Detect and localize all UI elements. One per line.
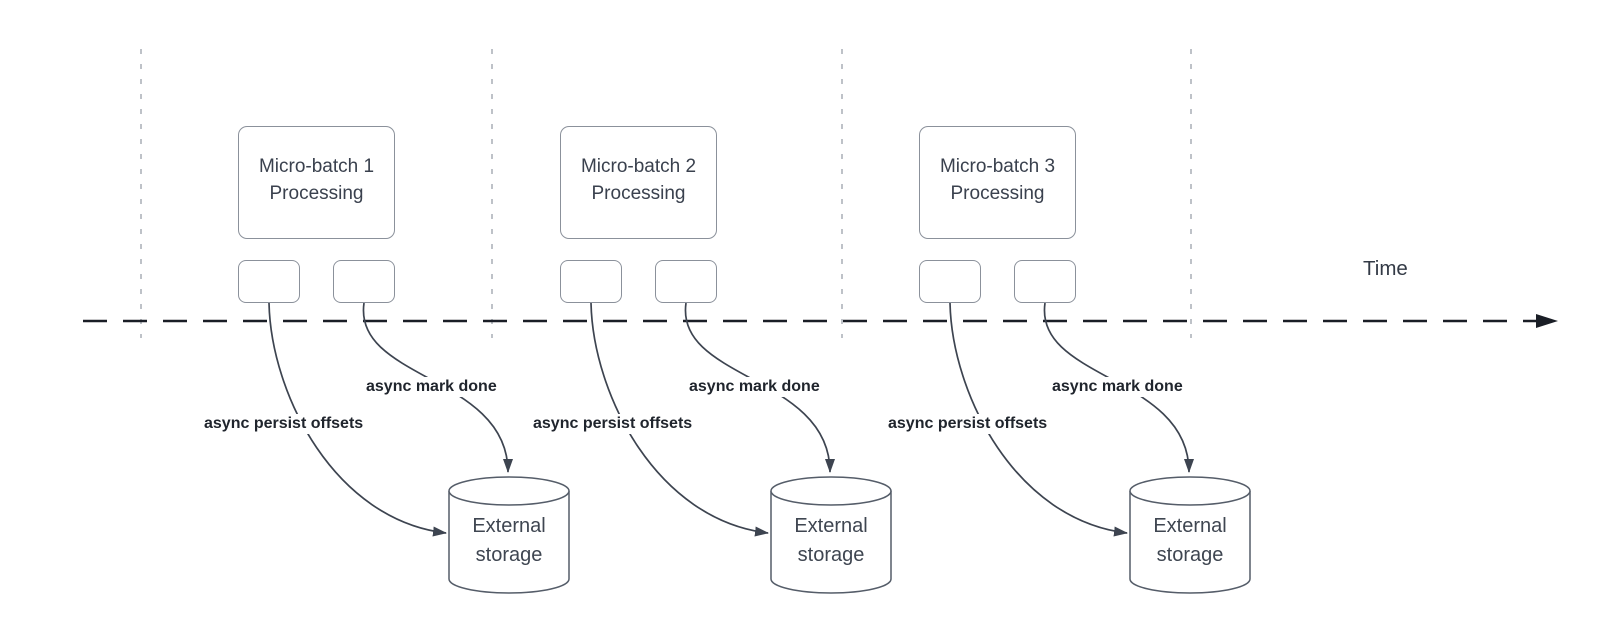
section-1-vectors [268,302,570,594]
mark-done-task-box [655,260,717,303]
storage-cylinder-body [1129,491,1251,594]
mark-done-task-box [1014,260,1076,303]
external-storage-label: External storage [1153,515,1227,566]
persist-offsets-arrow [268,302,447,537]
external-storage-label: External storage [472,515,546,566]
time-axis-label: Time [1363,257,1408,280]
persist-offsets-arrow [590,302,769,537]
storage-cylinder-top [1129,476,1251,506]
persist-offsets-task-box [560,260,622,303]
persist-offsets-arrow-label: async persist offsets [885,414,1051,434]
mark-done-arrow-label: async mark done [686,377,823,397]
external-storage-label: External storage [794,515,868,566]
persist-offsets-arrow [949,302,1128,537]
persist-offsets-task-box [919,260,981,303]
persist-offsets-arrow-label: async persist offsets [201,414,367,434]
mark-done-arrow-label: async mark done [1049,377,1186,397]
microbatch-1-processing-box: Micro-batch 1 Processing [238,126,395,239]
storage-cylinder-body [770,491,892,594]
microbatch-3-processing-box: Micro-batch 3 Processing [919,126,1076,239]
storage-cylinder-top [770,476,892,506]
storage-cylinder-body [448,491,570,594]
mark-done-arrow-label: async mark done [363,377,500,397]
section-3-vectors [949,302,1251,594]
mark-done-task-box [333,260,395,303]
storage-cylinder-top [448,476,570,506]
persist-offsets-arrow-label: async persist offsets [530,414,696,434]
microbatch-2-processing-box: Micro-batch 2 Processing [560,126,717,239]
persist-offsets-task-box [238,260,300,303]
